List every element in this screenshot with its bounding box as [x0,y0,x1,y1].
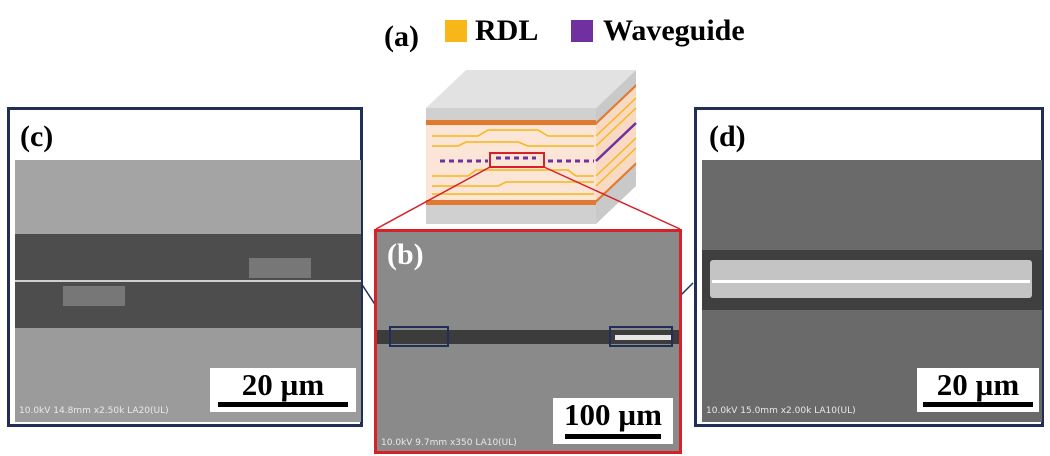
panel-d-scale-text: 20 µm [936,367,1020,402]
panel-c-scale-text: 20 µm [241,367,325,402]
panel-b-scale-box: 100 µm [553,398,673,444]
panel-d-sem-metadata: 10.0kV 15.0mm x2.00k LA10(UL) [706,406,856,416]
rdl-legend-swatch [445,20,467,42]
panel-b-sem-metadata: 10.0kV 9.7mm x350 LA10(UL) [381,438,517,448]
panel-d: (d) 10.0kV 15.0mm x2.00k LA10(UL) 20 µm [694,107,1044,427]
panel-c-scale-box: 20 µm [210,368,356,412]
panel-b-scale-bar [565,434,661,439]
panel-c-scale-bar [218,402,348,407]
panel-a-label: (a) [384,20,419,53]
panel-c: (c) 10.0kV 14.8mm x2.50k LA20(UL) 20 µm [7,107,363,427]
waveguide-legend-label: Waveguide [603,14,745,47]
panel-d-scale-bar [923,402,1033,407]
panel-b-label: (b) [387,238,424,271]
panel-b: 10.0kV 9.7mm x350 LA10(UL) (b) 100 µm [374,229,682,454]
panel-b-inset-marker-right [609,326,673,347]
waveguide-legend-swatch [571,20,593,42]
panel-b-scale-text: 100 µm [564,397,662,432]
layered-stack-schematic [426,70,637,224]
panel-c-label: (c) [20,120,54,153]
panel-d-scale-box: 20 µm [917,368,1039,412]
panel-d-label: (d) [709,120,746,153]
panel-b-inset-marker-left [389,326,449,347]
rdl-legend-label: RDL [475,14,539,47]
panel-c-sem-metadata: 10.0kV 14.8mm x2.50k LA20(UL) [19,406,169,416]
